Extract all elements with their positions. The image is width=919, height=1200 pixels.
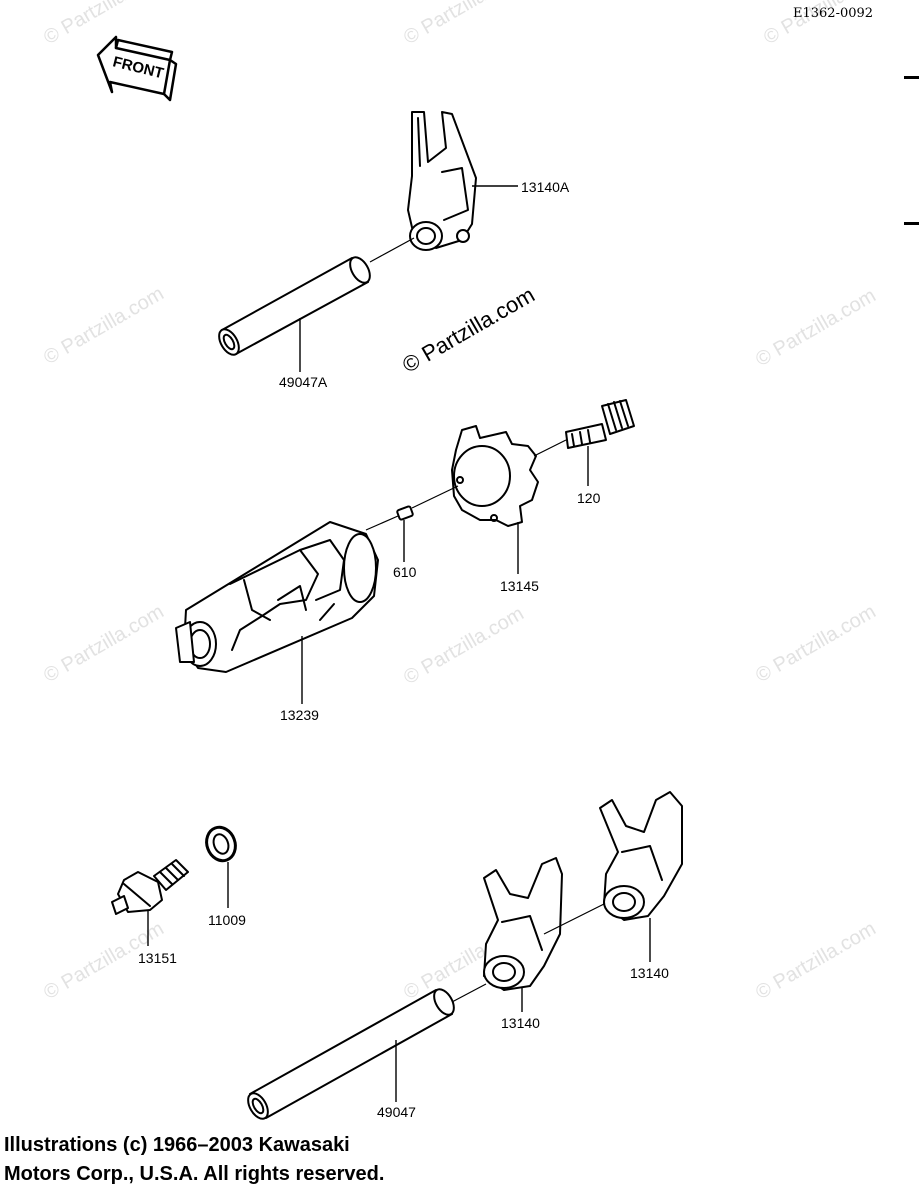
- bolt-120: [565, 399, 635, 449]
- pin-610: [396, 505, 414, 521]
- label-13140a: 13140A: [521, 179, 570, 195]
- shift-drum-13239: [175, 521, 379, 673]
- shift-rod-49047a: [218, 256, 371, 356]
- edge-mark: [904, 222, 919, 225]
- label-13145: 13145: [500, 578, 539, 594]
- neutral-switch-13151: [111, 859, 189, 915]
- label-13151: 13151: [138, 950, 177, 966]
- front-arrow-icon: FRONT: [96, 35, 178, 102]
- copyright-line-1: Illustrations (c) 1966–2003 Kawasaki: [4, 1134, 350, 1156]
- label-13239: 13239: [280, 707, 319, 723]
- label-49047a: 49047A: [279, 374, 328, 390]
- shift-rod-49047: [247, 988, 455, 1120]
- shift-fork-13140-right: [599, 791, 683, 921]
- assembly-lines: [365, 237, 605, 1003]
- label-13140-left: 13140: [501, 1015, 540, 1031]
- label-610: 610: [393, 564, 417, 580]
- washer-11009: [205, 825, 237, 863]
- label-13140-right: 13140: [630, 965, 669, 981]
- edge-mark: [904, 76, 919, 79]
- shift-fork-13140-left: [483, 857, 563, 991]
- copyright-line-2: Motors Corp., U.S.A. All rights reserved…: [4, 1163, 385, 1185]
- label-120: 120: [577, 490, 601, 506]
- copyright-footer: Illustrations (c) 1966–2003 Kawasaki Mot…: [4, 1131, 384, 1189]
- label-49047: 49047: [377, 1104, 416, 1120]
- reference-code: E1362-0092: [793, 6, 874, 21]
- shift-cam-13145: [451, 425, 539, 527]
- shift-fork-13140a: [407, 111, 477, 251]
- label-11009: 11009: [208, 912, 246, 928]
- leader-lines: [147, 185, 651, 1102]
